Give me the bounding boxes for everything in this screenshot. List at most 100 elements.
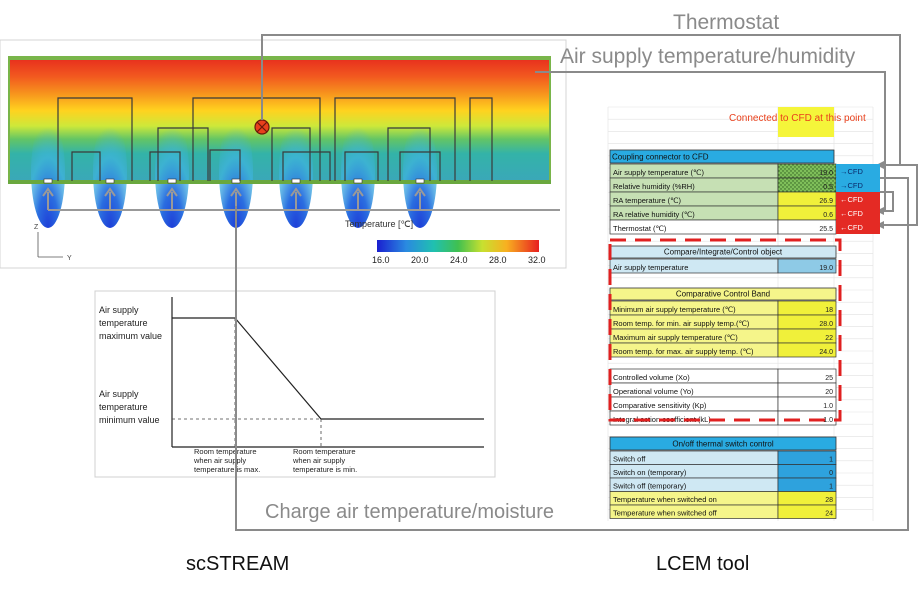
- plume-5: [279, 116, 313, 228]
- sheet-row-label: Relative humidity (%RH): [613, 182, 695, 191]
- graph-label-line: Room temperature: [293, 447, 356, 456]
- sheet-row-value: 0.6: [823, 212, 833, 219]
- sheet-section-header-text: Coupling connector to CFD: [612, 153, 709, 162]
- plume-2: [93, 116, 127, 228]
- graph-label-line: Air supply: [99, 305, 139, 315]
- arrow-head-7: [414, 187, 426, 197]
- from-cfd-tag: [836, 220, 880, 234]
- cfd-direction-label: ←CFD: [840, 209, 863, 218]
- temperature-colorbar: [377, 240, 539, 252]
- colorbar-tick: 32.0: [528, 255, 546, 265]
- sheet-row-label: Room temp. for min. air supply temp.(℃): [613, 319, 750, 328]
- sheet-row-label: Controlled volume (Xo): [613, 373, 690, 382]
- sheet-row-value: 0: [829, 470, 833, 477]
- outlet-6: [353, 178, 363, 184]
- sheet-row-value: 1.0: [823, 417, 833, 424]
- temperature-scale-label: Temperature [℃]: [345, 219, 413, 229]
- cfd-direction-label: ←CFD: [840, 223, 863, 232]
- cold-air-plumes: [31, 116, 437, 228]
- thermostat-sensor-cross: [256, 121, 268, 133]
- sheet-row-label: Maximum air supply temperature (℃): [613, 333, 738, 342]
- plume-3: [155, 116, 189, 228]
- sheet-row-value: 20: [825, 389, 833, 396]
- supply-outlets: [43, 178, 425, 184]
- outlet-1: [43, 178, 53, 184]
- sheet-row-label: Switch off (temporary): [613, 482, 687, 491]
- graph-label-line: temperature is min.: [293, 465, 357, 474]
- sheet-section-header-text: On/off thermal switch control: [672, 440, 773, 449]
- sheet-row-label: Temperature when switched on: [613, 495, 717, 504]
- sheet-row-value: 1: [829, 457, 833, 464]
- sheet-section-header: [609, 436, 837, 451]
- loop-short: [880, 191, 894, 212]
- outlet-7: [415, 178, 425, 184]
- sheet-row-label: RA temperature (℃): [613, 196, 682, 205]
- sheet-row-label: Switch on (temporary): [613, 468, 687, 477]
- sheet-value-cell[interactable]: [777, 342, 837, 358]
- thermostat-label: Thermostat: [673, 11, 779, 34]
- axis-y-label: Y: [67, 255, 72, 262]
- connection-lines: [235, 34, 918, 531]
- from-cfd-tag: [836, 192, 880, 206]
- from-cfd-tag: [836, 206, 880, 220]
- plume-7: [403, 116, 437, 228]
- sheet-row-value: 28.0: [819, 321, 833, 328]
- sheet-row-value: 1.0: [823, 403, 833, 410]
- sheet-row-label: Operational volume (Yo): [613, 387, 694, 396]
- outlet-5: [291, 178, 301, 184]
- cfd-direction-label: →CFD: [840, 167, 863, 176]
- connected-highlight-cell: [778, 107, 834, 137]
- arrow-head-4: [230, 187, 242, 197]
- connected-note: Connected to CFD at this point: [729, 113, 866, 124]
- graph-label-line: when air supply: [193, 456, 246, 465]
- sheet-row-value: 1: [829, 484, 833, 491]
- colorbar-tick: 20.0: [411, 255, 429, 265]
- plume-6: [341, 116, 375, 228]
- colorbar-tick: 28.0: [489, 255, 507, 265]
- outer-loop: [880, 164, 918, 226]
- graph-label-line: temperature: [99, 318, 148, 328]
- sheet-row-value: 26.9: [819, 198, 833, 205]
- graph-label-line: when air supply: [292, 456, 345, 465]
- arrow-head-1: [42, 187, 54, 197]
- sheet-row-label: Comparative sensitivity (Kp): [613, 401, 707, 410]
- sheet-row-value: 24: [825, 511, 833, 518]
- outlet-2: [105, 178, 115, 184]
- room-partitions: [57, 97, 493, 181]
- axis-indicator: Z Y: [34, 224, 72, 262]
- sheet-value-cell[interactable]: [777, 477, 837, 492]
- sheet-row-value: 25.5: [819, 226, 833, 233]
- sheet-row-label: RA relative humidity (℃): [613, 210, 695, 219]
- supply-arrows: [42, 187, 560, 211]
- sheet-value-cell[interactable]: [777, 450, 837, 465]
- cfd-floor-strip: [8, 180, 551, 184]
- sheet-row-label: Thermostat (℃): [613, 224, 667, 233]
- graph-label-line: temperature: [99, 402, 148, 412]
- charge-air-label: Charge air temperature/moisture: [265, 501, 554, 523]
- colorbar-tick: 24.0: [450, 255, 468, 265]
- sheet-row-label: Air supply temperature (℃): [613, 168, 704, 177]
- graph-label-line: Air supply: [99, 389, 139, 399]
- sheet-row-value: 19.0: [819, 265, 833, 272]
- sheet-row-value: 22: [825, 335, 833, 342]
- sheet-row-value: 28: [825, 497, 833, 504]
- sheet-section-header-text: Compare/Integrate/Control object: [664, 248, 783, 257]
- sheet-row-label: Minimum air supply temperature (℃): [613, 305, 736, 314]
- graph-label-line: maximum value: [99, 331, 162, 341]
- lcem-spreadsheet: Connected to CFD at this point Coupling …: [607, 106, 880, 521]
- sheet-value-cell[interactable]: [777, 504, 837, 519]
- cfd-direction-label: →CFD: [840, 181, 863, 190]
- sheet-value-cell[interactable]: [777, 258, 837, 274]
- sheet-value-cell[interactable]: [777, 464, 837, 479]
- plume-4: [219, 116, 253, 228]
- graph-label-line: minimum value: [99, 415, 160, 425]
- outlet-4: [231, 178, 241, 184]
- cfd-direction-label: ←CFD: [840, 195, 863, 204]
- red-dashed-outline: [608, 238, 842, 422]
- sheet-row-label: Room temp. for max. air supply temp. (℃): [613, 347, 754, 356]
- control-characteristic-line: [172, 317, 484, 420]
